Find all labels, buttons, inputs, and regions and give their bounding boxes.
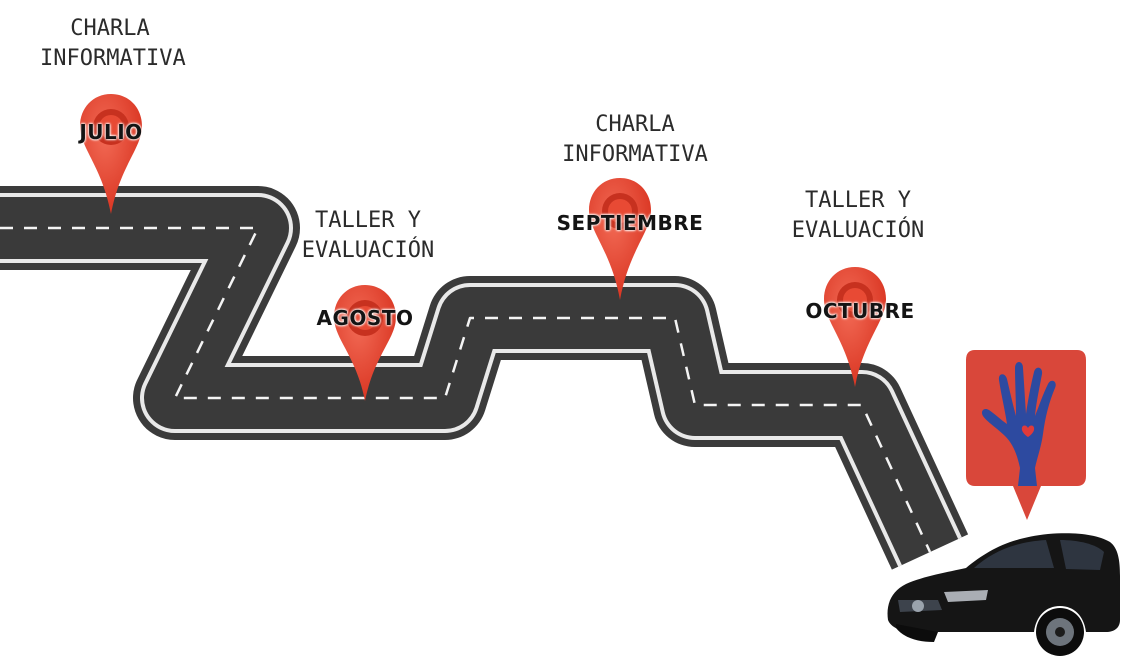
milestone-4-month: OCTUBRE: [805, 299, 915, 323]
milestone-4-caption: TALLER Y EVALUACIÓN: [778, 186, 938, 246]
map-pin-icon: [824, 267, 886, 387]
caption-line: TALLER Y: [315, 208, 421, 233]
caption-line: INFORMATIVA: [562, 142, 708, 167]
caption-line: EVALUACIÓN: [791, 218, 925, 243]
caption-line: TALLER Y: [805, 188, 911, 213]
milestone-1-month: JULIO: [79, 120, 143, 144]
milestone-2-month: AGOSTO: [316, 306, 414, 330]
map-pin-icon: [589, 178, 651, 300]
milestone-3-month: SEPTIEMBRE: [556, 211, 704, 235]
hand-heart-icon: [966, 350, 1086, 520]
caption-line: CHARLA: [595, 112, 675, 137]
map-pin-icon: [80, 94, 142, 214]
caption-line: CHARLA: [70, 16, 150, 41]
car-icon: [887, 533, 1120, 656]
map-pin-icon: [334, 285, 396, 401]
milestone-2-caption: TALLER Y EVALUACIÓN: [288, 206, 448, 266]
caption-line: INFORMATIVA: [40, 46, 186, 71]
milestone-3-caption: CHARLA INFORMATIVA: [555, 110, 715, 170]
caption-line: EVALUACIÓN: [301, 238, 435, 263]
milestone-1-caption: CHARLA INFORMATIVA: [40, 14, 186, 74]
